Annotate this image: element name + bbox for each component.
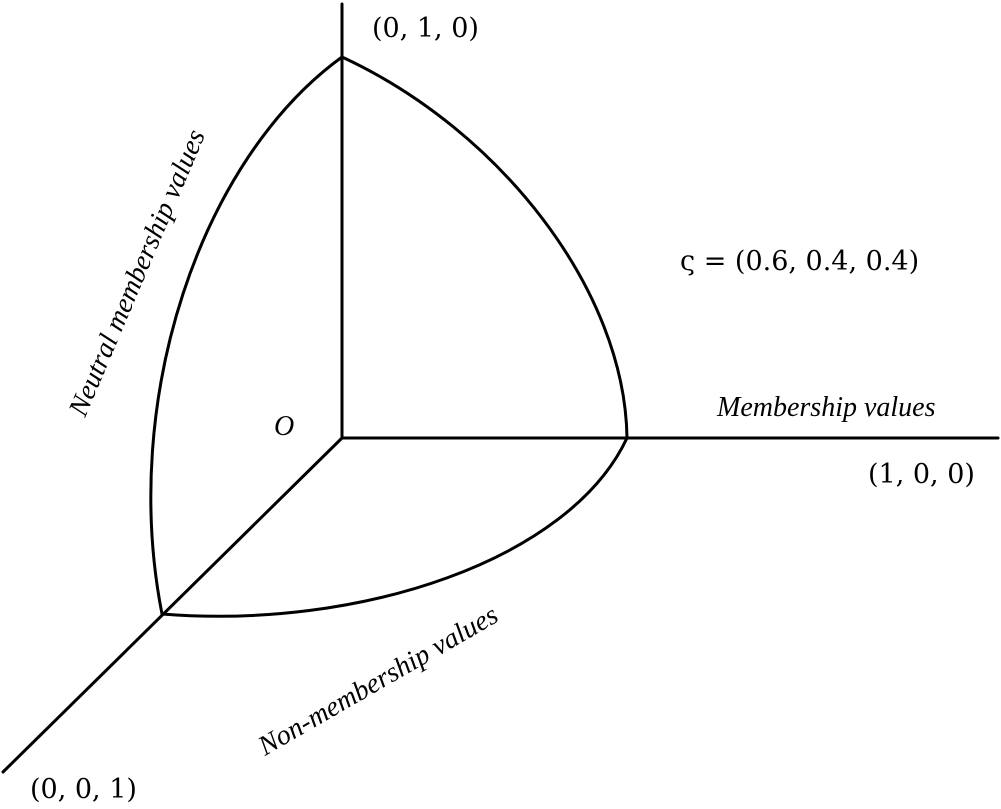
x-axis-label: Membership values	[716, 392, 936, 423]
sample-point-label: ς = (0.6, 0.4, 0.4)	[680, 246, 919, 277]
arc-y-to-x	[340, 55, 629, 440]
z-axis-label: Non-membership values	[252, 599, 503, 762]
z-axis	[1, 436, 344, 774]
origin-label: O	[274, 411, 294, 442]
point-y-label: (0, 1, 0)	[372, 13, 479, 44]
arc-y-to-z	[149, 55, 344, 616]
point-z-label: (0, 0, 1)	[30, 774, 137, 805]
point-x-label: (1, 0, 0)	[868, 459, 975, 490]
arc-x-to-z	[160, 436, 629, 618]
